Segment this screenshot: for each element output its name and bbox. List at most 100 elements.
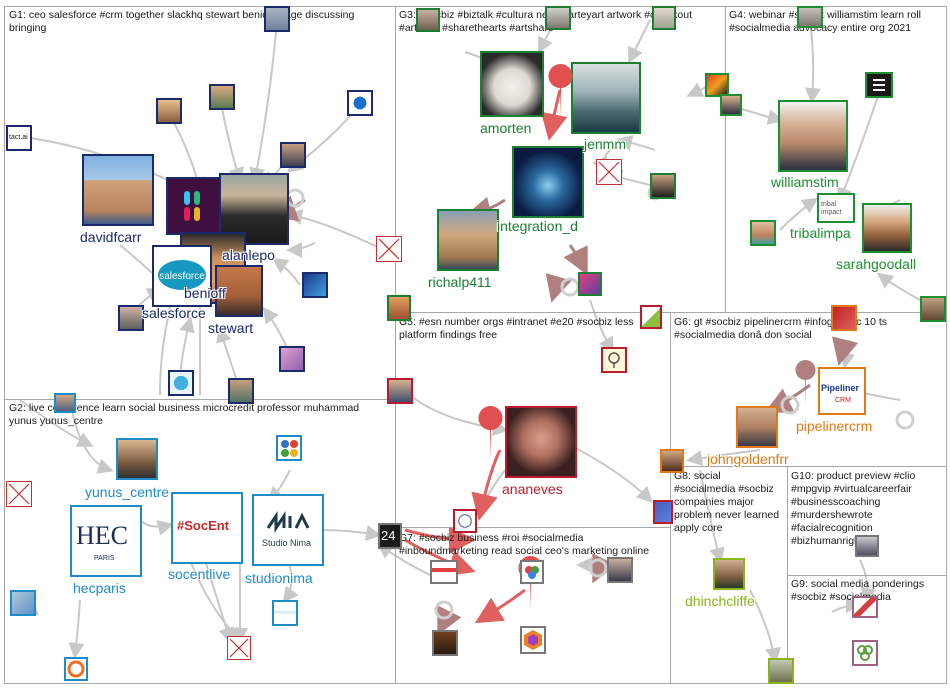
node-g3-missing-image[interactable] [596,159,622,185]
node-g2-missing-image-2[interactable] [227,636,251,660]
label-salesforce: salesforce [142,305,206,321]
node-g1-small-5[interactable] [280,142,306,168]
node-sarahgoodall-avatar[interactable] [862,203,912,253]
group-g8-title: G8: social #socialmedia #socbiz companie… [674,470,780,534]
node-g10-small-1[interactable] [855,535,879,557]
node-g2-small-1[interactable] [272,600,298,626]
node-yunus-centre-avatar[interactable] [116,438,158,480]
node-g7-small-3[interactable] [607,557,633,583]
node-g1-small-6[interactable] [302,272,328,298]
node-g9-small-1[interactable] [852,640,878,666]
label-socentlive: socentlive [168,566,231,582]
node-studionima-logo[interactable]: Studio Nima [252,494,324,566]
node-g2-missing-image-1[interactable] [6,481,32,507]
node-g3-small-2[interactable] [545,6,571,30]
node-g7-small-1[interactable] [430,560,458,584]
node-tact-ai[interactable]: tact.ai [6,125,32,151]
node-dhinchcliffe-avatar[interactable] [713,558,745,590]
node-g9-small-2[interactable] [852,596,878,618]
node-g7-small-4[interactable] [432,630,458,656]
group-g7-title: G7: #socbiz business #roi #socialmedia #… [399,532,650,557]
node-g1-small-1[interactable] [156,98,182,124]
node-jenmm-avatar[interactable] [571,62,641,134]
group-g1-title: G1: ceo salesforce #crm together slackhq… [9,9,355,34]
node-richalp411-avatar[interactable] [437,209,499,271]
tribal-impact-logo-text: tribal impact [821,201,842,216]
node-williamstim-avatar[interactable] [778,100,848,172]
node-amorten-avatar[interactable] [480,51,544,117]
node-davidfcarr-avatar[interactable] [82,154,154,226]
node-g3-small-1[interactable] [416,8,440,32]
node-johngoldenfrr-avatar[interactable] [736,406,778,448]
node-g1-small-7[interactable] [118,305,144,331]
node-g1-missing-image[interactable] [376,236,402,262]
node-integration-d-avatar[interactable] [512,146,584,218]
label-davidfcarr: davidfcarr [80,229,142,245]
label-stewart: stewart [208,320,254,336]
node-g4-small-4[interactable] [865,72,893,98]
node-g6-small-1[interactable] [831,305,857,331]
node-g4-small-2[interactable] [720,94,742,116]
node-g2-dots-logo[interactable] [276,435,302,461]
group-g2-title: G2: live conference learn social busines… [9,402,360,427]
label-sarahgoodall: sarahgoodall [836,256,917,272]
label-johngoldenfrr: johngoldenfrr [707,451,789,467]
node-g3-small-6[interactable] [387,295,411,321]
node-slack-avatar[interactable] [166,177,222,235]
node-g4-small-1[interactable] [705,73,729,97]
node-g1-small-9[interactable] [168,370,194,396]
label-yunus-centre: yunus_centre [85,484,170,500]
node-g1-small-8[interactable] [279,346,305,372]
node-g1-small-4[interactable] [347,90,373,116]
node-g3-small-4[interactable] [650,173,676,199]
node-g1-small-10[interactable] [228,378,254,404]
node-g2-small-4[interactable] [64,657,88,681]
label-amorten: amorten [480,120,532,136]
node-g2-small-2[interactable] [10,590,36,616]
node-g8-small-1[interactable] [768,658,794,684]
label-williamstim: williamstim [771,174,839,190]
svg-text:salesforce: salesforce [159,271,205,282]
node-g7-small-6[interactable]: 24 [378,523,402,549]
node-g5-small-1[interactable] [601,347,627,373]
node-g4-small-3[interactable] [797,6,823,28]
group-g4-title: G4: webinar #socbiz williamstim learn ro… [729,9,921,34]
socent-logo-text: #SocEnt [177,518,230,533]
node-g7-small-2[interactable] [520,560,544,584]
group-g5-title: G5: #esn number orgs #intranet #e20 #soc… [399,316,634,341]
label-integration-d: integration_d [497,218,578,234]
node-salesforce-avatar[interactable]: salesforce [152,245,212,307]
node-g7-small-5[interactable] [520,626,546,654]
node-g5-small-3[interactable] [640,305,662,329]
node-g3-small-5[interactable] [578,272,602,296]
node-g5-small-2[interactable] [387,378,413,404]
node-tribalimpa-logo[interactable]: tribal impact [817,193,855,223]
node-stewart-avatar[interactable] [215,265,263,317]
label-benioff: benioff [184,285,226,301]
node-g3-small-3[interactable] [652,6,676,30]
group-g6-title: G6: gt #socbiz pipelinercrm #infographic… [674,316,888,341]
label-ananeves: ananeves [502,481,563,497]
hec-logo-text: HEC [76,521,128,550]
pipeliner-logo-subtext: CRM [835,397,851,404]
node-g4-small-6[interactable] [920,296,946,322]
label-tribalimpa: tribalimpa [790,225,851,241]
hec-logo-subtext: PARIS [94,555,115,562]
node-g1-small-3[interactable] [264,6,290,32]
tact-ai-logo-text: tact.ai [9,134,28,141]
node-ananeves-avatar[interactable] [505,406,577,478]
label-richalp411: richalp411 [428,274,492,290]
node-g6-small-2[interactable] [660,449,684,473]
node-socentlive-logo[interactable]: #SocEnt [171,492,243,564]
node-g5-small-5[interactable] [653,500,673,524]
node-g2-small-3[interactable] [54,393,76,413]
node-hecparis-logo[interactable]: HEC PARIS [70,505,142,577]
group-g10-title: G10: product preview #clio #mpgvip #virt… [791,470,916,547]
node-g5-small-4[interactable] [453,509,477,533]
node-pipelinercrm-logo[interactable]: Pipeliner CRM [818,367,866,415]
label-dhinchcliffe: dhinchcliffe [685,593,755,609]
label-studionima: studionima [245,570,313,586]
node-g4-small-5[interactable] [750,220,776,246]
node-g1-small-2[interactable] [209,84,235,110]
